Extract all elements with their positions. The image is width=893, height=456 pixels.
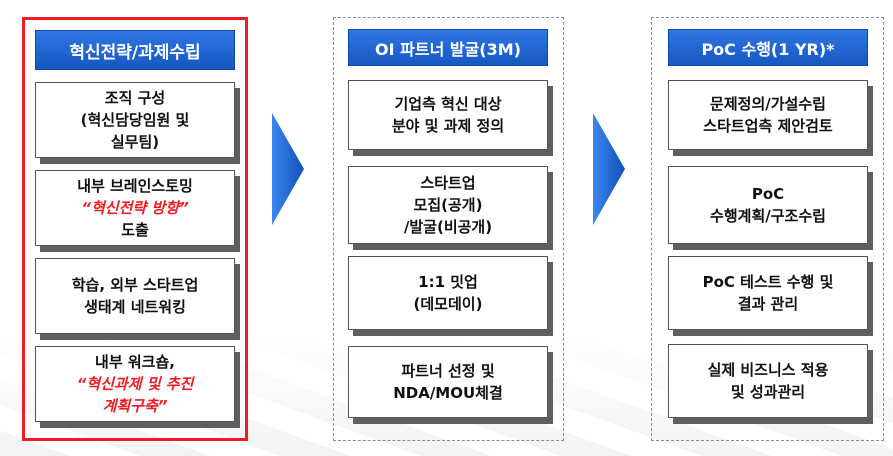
step-line: PoC 테스트 수행 및 — [702, 273, 834, 291]
column-poc: PoC 수행(1 YR)* 문제정의/가설수립 스타트업측 제안검토 PoC 수… — [651, 17, 884, 441]
column-strategy: 혁신전략/과제수립 조직 구성 (혁신담당임원 및 실무팀) 내부 브레인스토밍… — [22, 17, 248, 441]
step-box: 실제 비즈니스 적용 및 성과관리 — [668, 344, 868, 418]
step-box: PoC 수행계획/구조수립 — [668, 166, 868, 244]
step-box: 내부 워크숍, “혁신과제 및 추진 계획구축” — [35, 346, 235, 422]
step-line: 결과 관리 — [737, 295, 799, 313]
step-line: PoC — [751, 185, 785, 203]
step-line-highlight: “혁신전략 방향” — [81, 199, 189, 217]
column-header: PoC 수행(1 YR)* — [668, 29, 868, 66]
step-line: NDA/MOU체결 — [393, 384, 503, 402]
step-line: 내부 브레인스토밍 — [77, 177, 193, 195]
step-line: 학습, 외부 스타트업 — [71, 276, 199, 294]
step-line: 1:1 밋업 — [418, 273, 478, 291]
step-line: 및 성과관리 — [730, 383, 806, 401]
step-line: 도출 — [121, 221, 149, 239]
step-line: (데모데이) — [413, 295, 483, 313]
step-line-highlight: 계획구축” — [102, 397, 168, 415]
step-line: (혁신담당임원 및 — [80, 111, 190, 129]
step-line: 생태계 네트워킹 — [84, 298, 186, 316]
step-line: 내부 워크숍, — [95, 353, 175, 371]
step-box: 1:1 밋업 (데모데이) — [348, 256, 548, 330]
step-line: 기업측 혁신 대상 — [394, 95, 502, 113]
step-line-highlight: “혁신과제 및 추진 — [76, 375, 194, 393]
step-box: 문제정의/가설수립 스타트업측 제안검토 — [668, 80, 868, 150]
step-line: /발굴(비공개) — [403, 218, 493, 236]
chevron-right-arrow — [593, 113, 625, 225]
step-line: 실제 비즈니스 적용 — [707, 361, 829, 379]
step-line: 문제정의/가설수립 — [710, 95, 826, 113]
chevron-right-arrow — [272, 113, 304, 225]
step-box: 내부 브레인스토밍 “혁신전략 방향” 도출 — [35, 170, 235, 246]
step-box: 파트너 선정 및 NDA/MOU체결 — [348, 346, 548, 418]
step-line: 실무팀) — [110, 133, 160, 151]
column-header: OI 파트너 발굴(3M) — [348, 29, 548, 66]
step-box: 스타트업 모집(공개) /발굴(비공개) — [348, 166, 548, 244]
step-line: 파트너 선정 및 — [401, 362, 495, 380]
step-line: 조직 구성 — [104, 89, 166, 107]
column-header: 혁신전략/과제수립 — [35, 30, 235, 70]
step-line: 스타트업 — [420, 174, 476, 192]
step-box: 조직 구성 (혁신담당임원 및 실무팀) — [35, 82, 235, 158]
step-line: 분야 및 과제 정의 — [391, 117, 505, 135]
column-partner-discovery: OI 파트너 발굴(3M) 기업측 혁신 대상 분야 및 과제 정의 스타트업 … — [333, 17, 564, 441]
step-box: 기업측 혁신 대상 분야 및 과제 정의 — [348, 80, 548, 150]
step-box: 학습, 외부 스타트업 생태계 네트워킹 — [35, 258, 235, 334]
step-box: PoC 테스트 수행 및 결과 관리 — [668, 256, 868, 330]
step-line: 모집(공개) — [413, 196, 483, 214]
step-line: 스타트업측 제안검토 — [703, 117, 833, 135]
step-line: 수행계획/구조수립 — [710, 207, 826, 225]
